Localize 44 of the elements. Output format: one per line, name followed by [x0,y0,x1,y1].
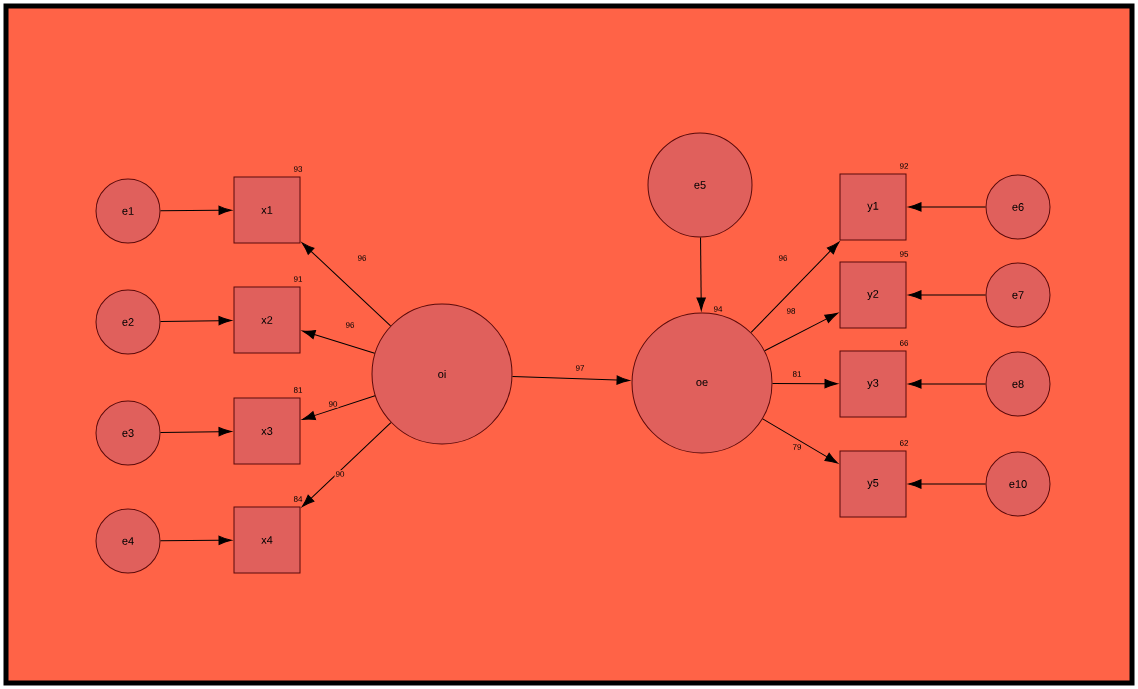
edge-label: 96 [356,254,368,262]
arrow [908,290,986,300]
arrow [301,422,392,508]
arrow [511,375,630,385]
edge-label: 96 [344,321,356,329]
arrow [301,242,392,327]
value-label: 66 [899,340,909,346]
indicator-box: x2 [233,286,301,354]
edge-label: 96 [777,254,789,262]
arrow [908,379,986,389]
arrow [160,535,232,545]
value-label: 81 [293,387,303,393]
value-label: 92 [899,163,909,169]
edge-label: 98 [785,307,797,315]
arrow [908,202,986,212]
arrow [762,418,839,464]
indicator-box: x3 [233,397,301,465]
indicator-box: x4 [233,506,301,574]
edge-label: 90 [334,470,346,478]
value-label: 84 [293,496,303,502]
indicator-box: y2 [839,261,907,329]
value-label: 62 [899,440,909,446]
value-label: 91 [293,276,303,282]
arrow [302,395,376,421]
indicator-box: x1 [233,176,301,244]
arrow [160,205,232,215]
indicator-box: y3 [839,350,907,418]
arrow [696,237,706,311]
edge-label: 81 [791,370,803,378]
arrow [160,427,232,437]
indicator-box: y5 [839,450,907,518]
arrow [772,379,838,389]
value-label: 93 [293,166,303,172]
value-label: 95 [899,251,909,257]
value-label: 94 [713,306,723,312]
arrow [908,479,986,489]
edge-label: 79 [791,443,803,451]
arrow [302,330,376,354]
arrow [750,241,840,333]
edge-label: 90 [327,400,339,408]
arrow [764,312,838,352]
indicator-box: y1 [839,173,907,241]
edge-label: 97 [574,364,586,372]
arrow [160,316,232,326]
